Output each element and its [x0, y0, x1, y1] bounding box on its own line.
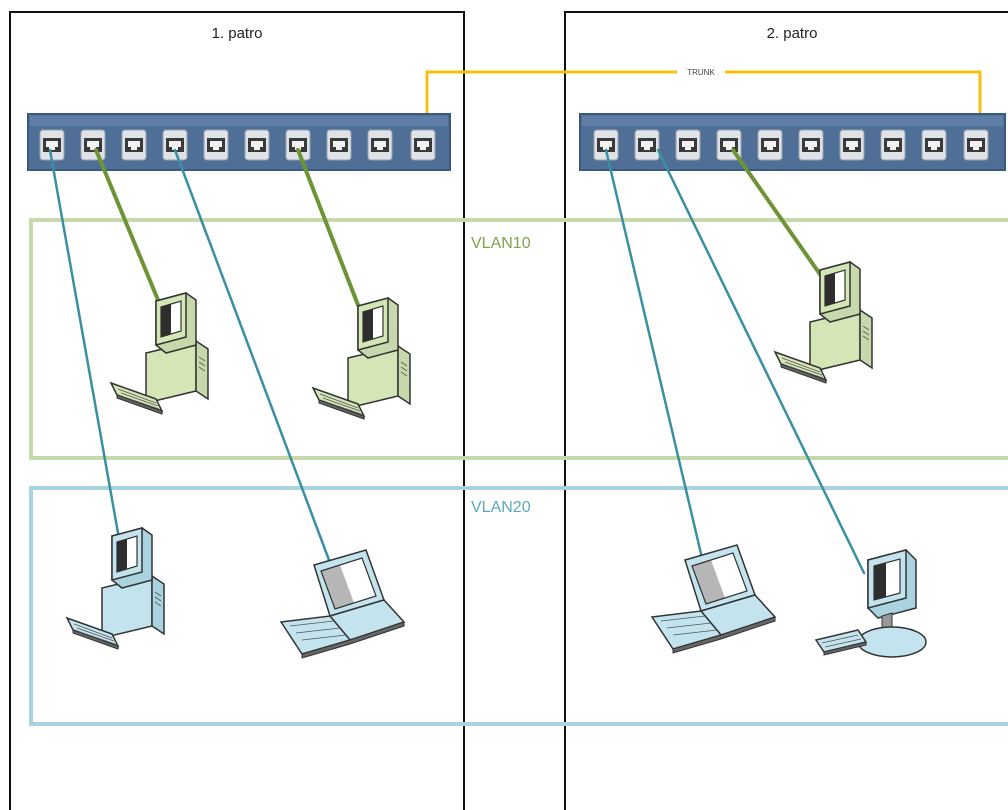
switch2-port-7	[839, 129, 865, 161]
vlan10-pc-2	[311, 297, 411, 420]
floor-2-title: 2. patro	[767, 25, 818, 42]
switch1-port-9	[367, 129, 393, 161]
switch1-port-5	[203, 129, 229, 161]
switch2-port-9	[921, 129, 947, 161]
vlan20-lcd-workstation	[814, 549, 927, 658]
trunk-label-bg	[677, 66, 725, 78]
switch2-port-1	[593, 129, 619, 161]
switch1-port-2	[80, 129, 106, 161]
vlan10-label: VLAN10	[471, 235, 531, 252]
switch-floor-1	[27, 113, 451, 171]
switch1-port-10	[410, 129, 436, 161]
switch2-port-6	[798, 129, 824, 161]
floor-1-frame	[9, 11, 465, 810]
vlan10-links	[94, 148, 826, 307]
vlan10-pc-3	[773, 261, 873, 384]
vlan20-label: VLAN20	[471, 499, 531, 516]
switch-floor-2	[579, 113, 1006, 171]
vlan20-laptop-1	[279, 549, 406, 659]
vlan20-zone	[29, 486, 1008, 726]
switch2-port-2	[634, 129, 660, 161]
switch2-port-10	[963, 129, 989, 161]
switch2-port-3	[675, 129, 701, 161]
vlan20-laptop-2	[650, 544, 777, 654]
switch2-port-5	[757, 129, 783, 161]
switch1-port-8	[326, 129, 352, 161]
floor-1-title: 1. patro	[212, 25, 263, 42]
switch1-port-4	[162, 129, 188, 161]
floor-2-frame	[564, 11, 1008, 810]
vlan20-pc-1	[65, 527, 165, 650]
trunk-label: TRUNK	[687, 68, 715, 77]
vlan20-links	[48, 148, 866, 575]
vlan10-zone	[29, 218, 1008, 460]
vlan10-pc-1	[109, 292, 209, 415]
switch2-port-8	[880, 129, 906, 161]
switch1-port-3	[121, 129, 147, 161]
switch1-port-6	[244, 129, 270, 161]
